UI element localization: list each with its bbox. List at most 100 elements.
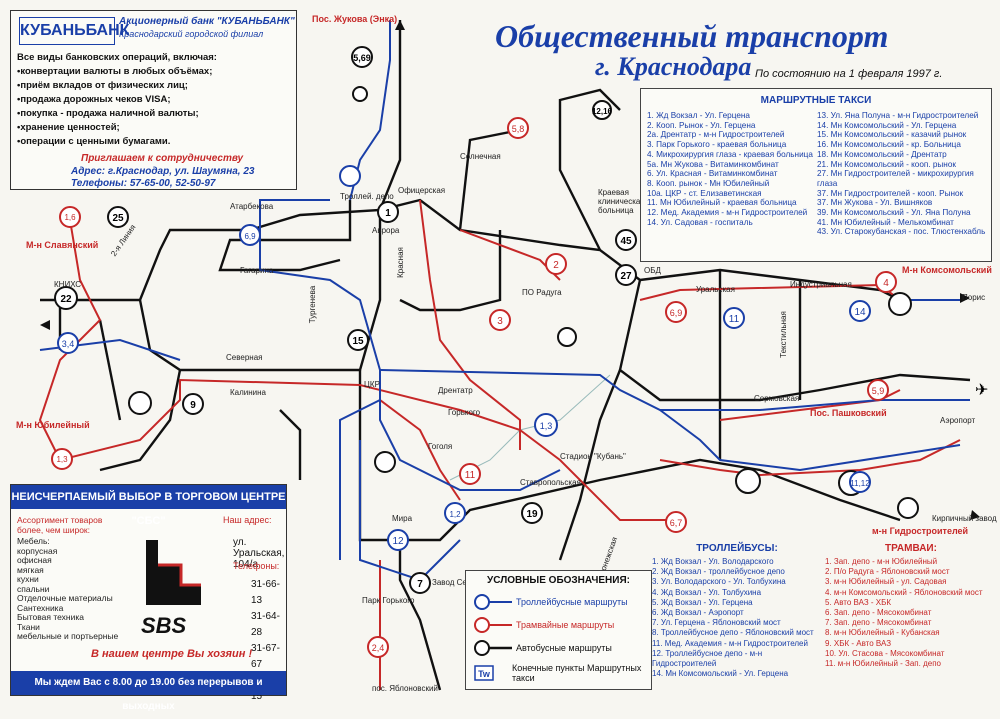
tram-line-icon <box>474 617 512 633</box>
svg-text:4: 4 <box>883 278 889 289</box>
shop-heading: НЕИСЧЕРПАЕМЫЙ ВЫБОР В ТОРГОВОМ ЦЕНТРЕ "С… <box>11 485 286 527</box>
taxi-route: 18. Мн Комсомольский - Дрентатр <box>817 149 947 159</box>
tram-route: 10. Ул. Стасова - Мясокомбинат <box>825 648 945 658</box>
legend-heading: УСЛОВНЫЕ ОБОЗНАЧЕНИЯ: <box>487 575 630 586</box>
shop-phone: 31-66-13 <box>251 579 280 606</box>
page-title: Общественный транспорт <box>495 18 889 54</box>
taxi-route: 10а. ЦКР - ст. Елизаветинская <box>647 188 762 198</box>
shop-item: офисная <box>17 555 52 565</box>
tram-route: 8. м-н Юбилейный - Кубанская <box>825 628 940 638</box>
street-severnaya: Северная <box>226 353 263 362</box>
svg-text:27: 27 <box>620 271 632 282</box>
street-ofitser: Офицерская <box>398 186 446 195</box>
trolley-list: ТРОЛЛЕЙБУСЫ: 1. Жд Вокзал - Ул. Володарс… <box>652 543 822 693</box>
svg-text:11: 11 <box>729 314 740 325</box>
district-pashk: Пос. Пашковский <box>810 408 887 418</box>
taxi-route: 12. Мед. Академия - м-н Гидростроителей <box>647 208 808 218</box>
shop-logo-text: SBS <box>141 613 187 638</box>
svg-text:11: 11 <box>465 470 476 481</box>
page-subtitle: г. Краснодара <box>595 52 752 81</box>
tram-route: 11. м-н Юбилейный - Зап. депо <box>825 659 941 669</box>
street-uralskaya: Уральская <box>696 285 735 294</box>
sbs-logo-icon <box>146 540 201 605</box>
svg-text:2: 2 <box>553 260 559 271</box>
district-zhukova: Пос. Жукова (Энка) <box>312 14 398 24</box>
bank-service-item: • хранение ценностей; <box>17 122 120 133</box>
tram-route: 1. Зап. депо - м-н Юбилейный <box>825 557 938 566</box>
place-park: Парк Горького <box>362 596 415 605</box>
tram-route: 4. м-н Комсомольский - Яблоновский мост <box>825 587 983 597</box>
district-yablon: пос. Яблоновский <box>372 684 438 693</box>
trolley-route: 4. Жд Вокзал - Ул. Толбухина <box>652 587 762 597</box>
shop-item: кухни <box>17 574 39 584</box>
svg-text:1,3: 1,3 <box>540 421 553 431</box>
bank-invite: Приглашаем к сотрудничеству <box>81 153 244 164</box>
taxi-routes-box: МАРШРУТНЫЕ ТАКСИ 1. Жд Вокзал - Ул. Герц… <box>640 88 992 262</box>
taxi-route: 5а. Мн Жукова - Витаминкомбинат <box>647 159 779 169</box>
shop-assort-label: Ассортимент товаров более, чем широк: <box>17 515 103 535</box>
district-gidro: м-н Гидростроителей <box>872 526 969 536</box>
svg-text:1,2: 1,2 <box>449 510 461 519</box>
trolley-markers: 3,4 6,9 1,3 11 14 12 1,2 11,12 <box>57 165 871 551</box>
trolley-route: 2. Жд Вокзал - троллейбусное депо <box>652 567 785 577</box>
bank-service-item: • конвертации валюты в любых объёмах; <box>17 66 213 77</box>
svg-text:6,9: 6,9 <box>244 232 256 241</box>
place-troll-depo: Троллей. депо <box>340 192 394 201</box>
tram-route: 7. Зап. депо - Мясокомбинат <box>825 618 932 628</box>
trolley-route: 6. Жд Вокзал - Аэропорт <box>652 608 744 618</box>
svg-text:3: 3 <box>497 316 503 327</box>
place-knixs: КНИХС <box>54 280 82 289</box>
shop-footer: Мы ждем Вас с 8.00 до 19.00 без перерыво… <box>11 671 286 712</box>
district-yubil: М-н Юбилейный <box>16 420 90 430</box>
direction-arrows <box>40 20 980 520</box>
street-atarbekova: Атарбекова <box>230 202 274 211</box>
bank-services: Все виды банковских операций, включая: •… <box>17 51 292 149</box>
shop-slogan: В нашем центре Вы хозяин ! <box>91 648 253 660</box>
trolley-route: 14. Мн Комсомольский - Ул. Герцена <box>652 669 789 679</box>
tram-route: 3. м-н Юбилейный - ул. Садовая <box>825 577 947 587</box>
taxi-route: 16. Мн Комсомольский - кр. Больница <box>817 140 961 150</box>
svg-text:5,9: 5,9 <box>872 386 885 396</box>
shop-ad: НЕИСЧЕРПАЕМЫЙ ВЫБОР В ТОРГОВОМ ЦЕНТРЕ "С… <box>10 484 287 712</box>
taxi-heading: МАРШРУТНЫЕ ТАКСИ <box>760 95 872 106</box>
bank-address: Адрес: г.Краснодар, ул. Шаумяна, 23 <box>71 166 255 177</box>
taxi-route: 1. Жд Вокзал - Ул. Герцена <box>647 111 750 120</box>
taxi-route: 41. Мн Юбилейный - Мелькомбинат <box>817 217 954 227</box>
tram-route: 2. П/о Радуга - Яблоновский мост <box>825 567 950 577</box>
airport-icon: ✈ <box>975 380 988 399</box>
taxi-route: 11. Мн Юбилейный - краевая больница <box>647 198 797 208</box>
svg-text:2,4: 2,4 <box>372 643 385 653</box>
street-tekstil: Текстильная <box>778 311 788 358</box>
street-turgeneva: Тургенева <box>308 285 318 324</box>
taxi-route: 6. Ул. Красная - Витаминкомбинат <box>647 169 778 179</box>
tram-heading: ТРАМВАИ: <box>885 543 937 554</box>
shop-item: Сантехника <box>17 602 64 613</box>
svg-text:25: 25 <box>112 213 124 224</box>
trolley-route: 8. Троллейбусное депо - Яблоновский мост <box>652 628 814 638</box>
tram-list: ТРАМВАИ: 1. Зап. депо - м-н Юбилейный 2.… <box>825 543 997 693</box>
district-slav: М-н Славянский <box>26 240 99 250</box>
shop-phone-label: Телефоны: <box>233 561 280 571</box>
taxi-col-2: 13. Ул. Яна Полуна - м-н Гидростроителей… <box>817 111 987 237</box>
legend-taxi: Tw Конечные пункты Маршрутных такси <box>472 663 651 683</box>
trolley-line-icon <box>474 594 512 610</box>
bank-ad: КУБАНЬБАНК Акционерный банк "КУБАНЬБАНК"… <box>10 10 297 190</box>
place-gazsit: Завод Седина <box>432 578 485 587</box>
street-solnech: Солнечная <box>460 152 501 161</box>
place-kirpich: Кирпичный завод <box>932 514 997 523</box>
shop-item: корпусная <box>17 545 58 556</box>
place-kraevaya: Краевая клиническая больница <box>598 188 645 215</box>
taxi-route: 14. Ул. Садовая - госпиталь <box>647 217 753 227</box>
shop-address: ул. Уральская, 104/а <box>233 537 285 570</box>
street-industr: Индустриальная <box>790 280 852 289</box>
bus-routes <box>40 20 971 691</box>
svg-text:6,9: 6,9 <box>670 308 683 318</box>
svg-text:15: 15 <box>352 336 364 347</box>
bank-service-item: • покупка - продажа наличной валюты; <box>17 108 199 119</box>
bank-name: Акционерный банк "КУБАНЬБАНК" <box>119 16 295 27</box>
taxi-route: 27. Мн Гидростроителей - микрохирургия г… <box>817 169 974 188</box>
bank-branch: Краснодарский городской филиал <box>119 29 264 39</box>
shop-item: Бытовая техника <box>17 612 84 622</box>
taxi-route: 13. Ул. Яна Полуна - м-н Гидростроителей <box>817 111 979 120</box>
tram-route: 9. ХБК - Авто ВАЗ <box>825 638 892 648</box>
